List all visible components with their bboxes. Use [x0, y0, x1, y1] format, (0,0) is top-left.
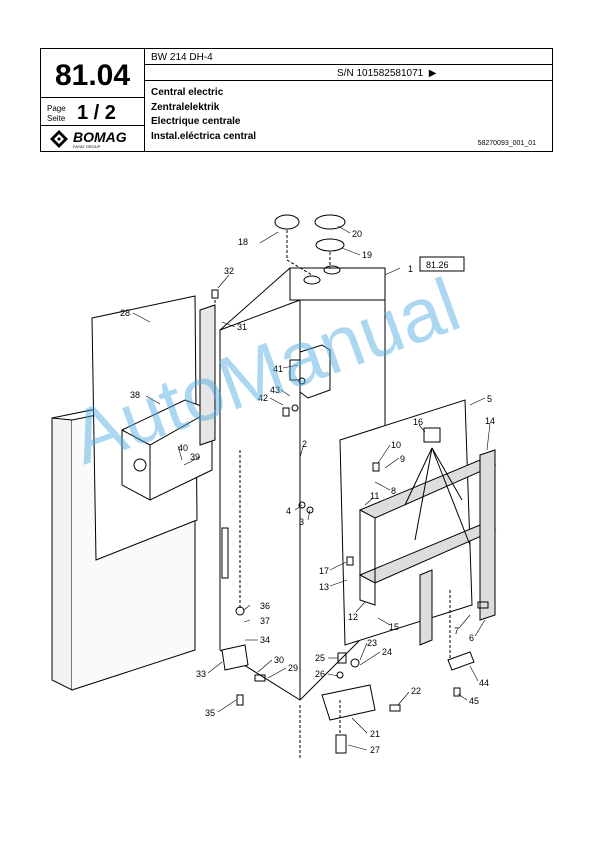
- callout-36: 36: [260, 601, 270, 611]
- divider: [144, 49, 145, 151]
- document-id: 58270093_001_01: [477, 140, 536, 147]
- callout-24: 24: [382, 647, 392, 657]
- callout-40: 40: [178, 443, 188, 453]
- callout-33: 33: [196, 669, 206, 679]
- reference-box: 81.26: [426, 260, 449, 270]
- callout-9: 9: [400, 454, 405, 464]
- callout-45: 45: [469, 696, 479, 706]
- callout-42: 42: [258, 393, 268, 403]
- divider: [41, 97, 144, 98]
- divider: [144, 80, 552, 81]
- callout-27: 27: [370, 745, 380, 755]
- callout-2: 2: [302, 439, 307, 449]
- callout-35: 35: [205, 708, 215, 718]
- callout-23: 23: [367, 638, 377, 648]
- callout-43: 43: [270, 385, 280, 395]
- divider: [41, 125, 144, 126]
- bomag-diamond-icon: [50, 130, 68, 148]
- callout-26: 26: [315, 669, 325, 679]
- callout-29: 29: [288, 663, 298, 673]
- callout-44: 44: [479, 678, 489, 688]
- callout-21: 21: [370, 729, 380, 739]
- callout-37: 37: [260, 616, 270, 626]
- callout-13: 13: [319, 582, 329, 592]
- callout-1: 1: [408, 264, 413, 274]
- callout-10: 10: [391, 440, 401, 450]
- callout-14: 14: [485, 416, 495, 426]
- callout-5: 5: [487, 394, 492, 404]
- callout-41: 41: [273, 364, 283, 374]
- callout-16: 16: [413, 417, 423, 427]
- page-of: 1 / 2: [77, 102, 116, 124]
- callout-20: 20: [352, 229, 362, 239]
- page-label: Page Seite: [47, 104, 66, 123]
- callout-11: 11: [370, 491, 379, 501]
- page-number: 81.04: [54, 59, 131, 92]
- callout-12: 12: [348, 612, 358, 622]
- callout-39: 39: [190, 452, 200, 462]
- callout-28: 28: [120, 308, 130, 318]
- title-block: 81.04 Page Seite 1 / 2 BOMAG FAYAT GROUP…: [40, 48, 553, 152]
- section-titles: Central electric Zentralelektrik Electri…: [151, 87, 257, 142]
- serial-number: S/N 101582581071 ▶: [337, 68, 437, 79]
- callout-34: 34: [260, 635, 270, 645]
- callout-8: 8: [391, 486, 396, 496]
- callout-32: 32: [224, 266, 234, 276]
- callout-31: 31: [237, 322, 247, 332]
- callout-18: 18: [238, 237, 248, 247]
- callout-30: 30: [274, 655, 284, 665]
- divider: [144, 64, 552, 65]
- callout-17: 17: [319, 566, 329, 576]
- callout-7: 7: [454, 626, 459, 636]
- model-name: BW 214 DH-4: [151, 52, 213, 63]
- callout-38: 38: [130, 390, 140, 400]
- callout-15: 15: [389, 622, 399, 632]
- callout-25: 25: [315, 653, 325, 663]
- callout-3: 3: [299, 517, 304, 527]
- callout-19: 19: [362, 250, 372, 260]
- callout-22: 22: [411, 686, 421, 696]
- callout-4: 4: [286, 506, 291, 516]
- callout-6: 6: [469, 633, 474, 643]
- bomag-logo: BOMAG FAYAT GROUP: [49, 129, 139, 149]
